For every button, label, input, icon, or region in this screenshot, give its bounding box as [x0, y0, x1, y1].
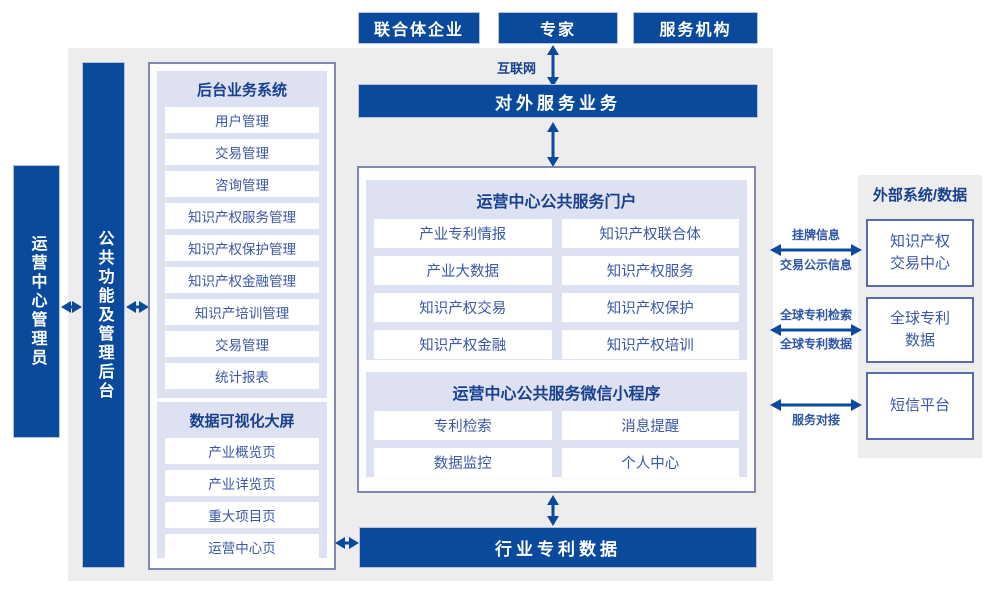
- list-item: 知识产权保护管理: [165, 235, 319, 261]
- data-visualization-panel: 数据可视化大屏 产业概览页 产业详览页 重大项目页 运营中心页: [157, 402, 327, 560]
- actor-expert: 专家: [498, 12, 618, 44]
- double-arrow-icon: [770, 244, 862, 256]
- double-arrow-icon: [547, 45, 559, 87]
- data-visualization-items: 产业概览页 产业详览页 重大项目页 运营中心页: [165, 438, 319, 560]
- list-item: 数据监控: [374, 448, 552, 477]
- actor-service-agency: 服务机构: [633, 12, 758, 44]
- list-item: 运营中心页: [165, 534, 319, 560]
- link-label-service-docking: 服务对接: [791, 413, 840, 427]
- list-item: 产业大数据: [374, 256, 552, 285]
- list-item: 专利检索: [374, 411, 552, 440]
- list-item: 知识产权服务: [561, 256, 739, 285]
- list-item: 知识产权金融管理: [165, 267, 319, 293]
- wechat-miniprogram-panel: 运营中心公共服务微信小程序 专利检索 消息提醒 数据监控 个人中心: [366, 372, 747, 477]
- list-item: 个人中心: [561, 448, 739, 477]
- double-arrow-icon: [770, 324, 862, 336]
- link-label-global-patent-search: 全球专利检索: [779, 308, 852, 322]
- wechat-miniprogram-items: 专利检索 消息提醒 数据监控 个人中心: [374, 411, 739, 477]
- double-arrow-icon: [126, 301, 149, 313]
- backend-system-title: 后台业务系统: [196, 82, 287, 99]
- list-item: 产业专利情报: [374, 219, 552, 248]
- external-system-sms-platform: 短信平台: [866, 372, 974, 440]
- list-item: 知识产培训管理: [165, 299, 319, 325]
- backend-system-items: 用户管理 交易管理 咨询管理 知识产权服务管理 知识产权保护管理 知识产权金融管…: [165, 107, 319, 389]
- list-item: 知识产权联合体: [561, 219, 739, 248]
- backend-functions-bar: 公共功能及管理后台: [82, 62, 125, 568]
- list-item: 知识产权培训: [561, 330, 739, 359]
- list-item: 产业详览页: [165, 470, 319, 496]
- list-item: 知识产权保护: [561, 293, 739, 322]
- public-service-portal-title: 运营中心公共服务门户: [476, 194, 637, 211]
- double-arrow-icon: [335, 537, 359, 549]
- external-system-ip-trading-center: 知识产权交易中心: [866, 219, 974, 287]
- external-service-bar: 对外服务业务: [358, 84, 758, 118]
- link-label-listing-info: 挂牌信息: [791, 228, 840, 242]
- link-label-global-patent-data: 全球专利数据: [779, 337, 852, 351]
- list-item: 用户管理: [165, 107, 319, 133]
- list-item: 交易管理: [165, 331, 319, 357]
- industry-patent-data-bar: 行业专利数据: [359, 527, 757, 568]
- external-system-global-patent-data: 全球专利数据: [866, 297, 974, 363]
- public-service-portal-items: 产业专利情报 知识产权联合体 产业大数据 知识产权服务 知识产权交易 知识产权保…: [374, 219, 739, 359]
- wechat-miniprogram-title: 运营中心公共服务微信小程序: [452, 386, 661, 403]
- link-label-trade-publicity-info: 交易公示信息: [779, 258, 852, 272]
- backend-system-panel: 后台业务系统 用户管理 交易管理 咨询管理 知识产权服务管理 知识产权保护管理 …: [157, 71, 327, 398]
- list-item: 知识产权交易: [374, 293, 552, 322]
- external-systems-title: 外部系统/数据: [872, 187, 968, 204]
- double-arrow-icon: [547, 495, 559, 526]
- list-item: 统计报表: [165, 363, 319, 389]
- internet-label: 互联网: [496, 61, 536, 76]
- list-item: 知识产权服务管理: [165, 203, 319, 229]
- list-item: 产业概览页: [165, 438, 319, 464]
- operation-center-admin-box: 运营中心管理员: [13, 165, 60, 438]
- double-arrow-icon: [547, 122, 559, 167]
- list-item: 知识产权金融: [374, 330, 552, 359]
- double-arrow-icon: [61, 301, 82, 313]
- actor-consortium-enterprise: 联合体企业: [358, 12, 480, 44]
- list-item: 消息提醒: [561, 411, 739, 440]
- list-item: 交易管理: [165, 139, 319, 165]
- public-service-portal-panel: 运营中心公共服务门户 产业专利情报 知识产权联合体 产业大数据 知识产权服务 知…: [366, 180, 747, 360]
- list-item: 重大项目页: [165, 502, 319, 528]
- data-visualization-title: 数据可视化大屏: [189, 413, 295, 430]
- double-arrow-icon: [770, 399, 862, 411]
- list-item: 咨询管理: [165, 171, 319, 197]
